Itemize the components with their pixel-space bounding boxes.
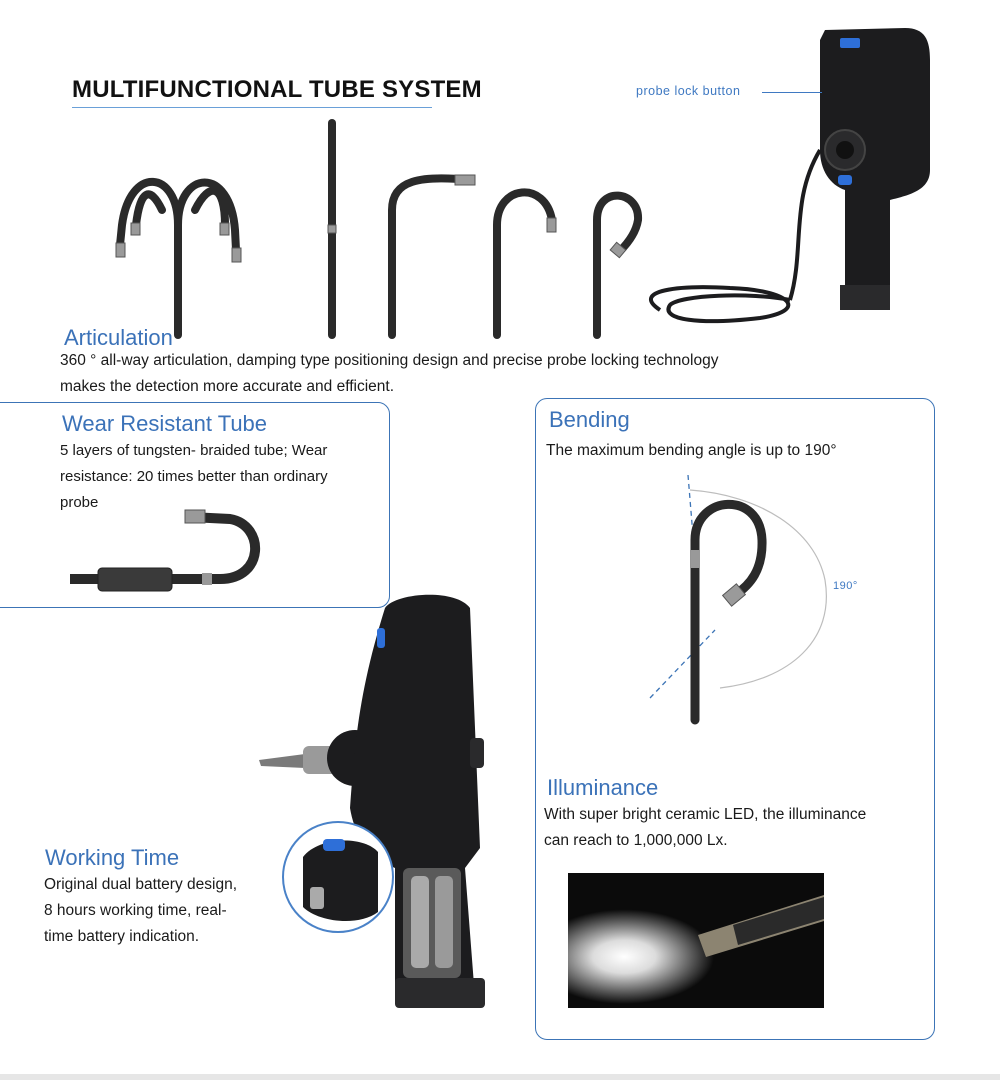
- battery-indicator-zoom: [282, 821, 394, 933]
- working-time-text-line-3: time battery indication.: [44, 928, 200, 945]
- illuminance-title: Illuminance: [547, 775, 659, 800]
- probe-lock-callout: probe lock button: [636, 84, 741, 98]
- bottom-divider: [0, 1074, 1000, 1080]
- articulation-text-line-1: 360 ° all-way articulation, damping type…: [60, 352, 719, 369]
- articulation-title: Articulation: [64, 325, 173, 350]
- illuminance-text-line-1: With super bright ceramic LED, the illum…: [544, 806, 867, 823]
- title-underline: [72, 107, 432, 108]
- page-title: MULTIFUNCTIONAL TUBE SYSTEM: [72, 76, 482, 103]
- wear-title: Wear Resistant Tube: [62, 411, 268, 436]
- probe-lock-leader-line: [762, 92, 822, 93]
- top-device-illustration: [649, 28, 930, 324]
- wear-text-line-3: probe: [60, 494, 99, 511]
- handheld-device-illustration: [259, 594, 485, 1008]
- wear-resistant-panel: [0, 402, 390, 608]
- bending-text-line-1: The maximum bending angle is up to 190°: [546, 442, 837, 459]
- bending-angle-label: 190°: [833, 580, 858, 592]
- working-time-title: Working Time: [45, 845, 180, 870]
- led-illumination-photo: [568, 873, 824, 1008]
- articulation-text-line-2: makes the detection more accurate and ef…: [60, 378, 395, 395]
- working-time-text-line-2: 8 hours working time, real-: [44, 902, 227, 919]
- braided-tube-illustration: [70, 509, 260, 592]
- wear-text-line-2: resistance: 20 times better than ordinar…: [60, 468, 328, 485]
- bending-panel: [535, 398, 935, 1040]
- bending-angle-illustration: [649, 474, 827, 725]
- bending-title: Bending: [549, 407, 630, 432]
- working-time-text-line-1: Original dual battery design,: [44, 876, 238, 893]
- illuminance-text-line-2: can reach to 1,000,000 Lx.: [544, 832, 728, 849]
- probe-tubes-illustration: [115, 119, 642, 339]
- wear-text-line-1: 5 layers of tungsten- braided tube; Wear: [60, 442, 328, 459]
